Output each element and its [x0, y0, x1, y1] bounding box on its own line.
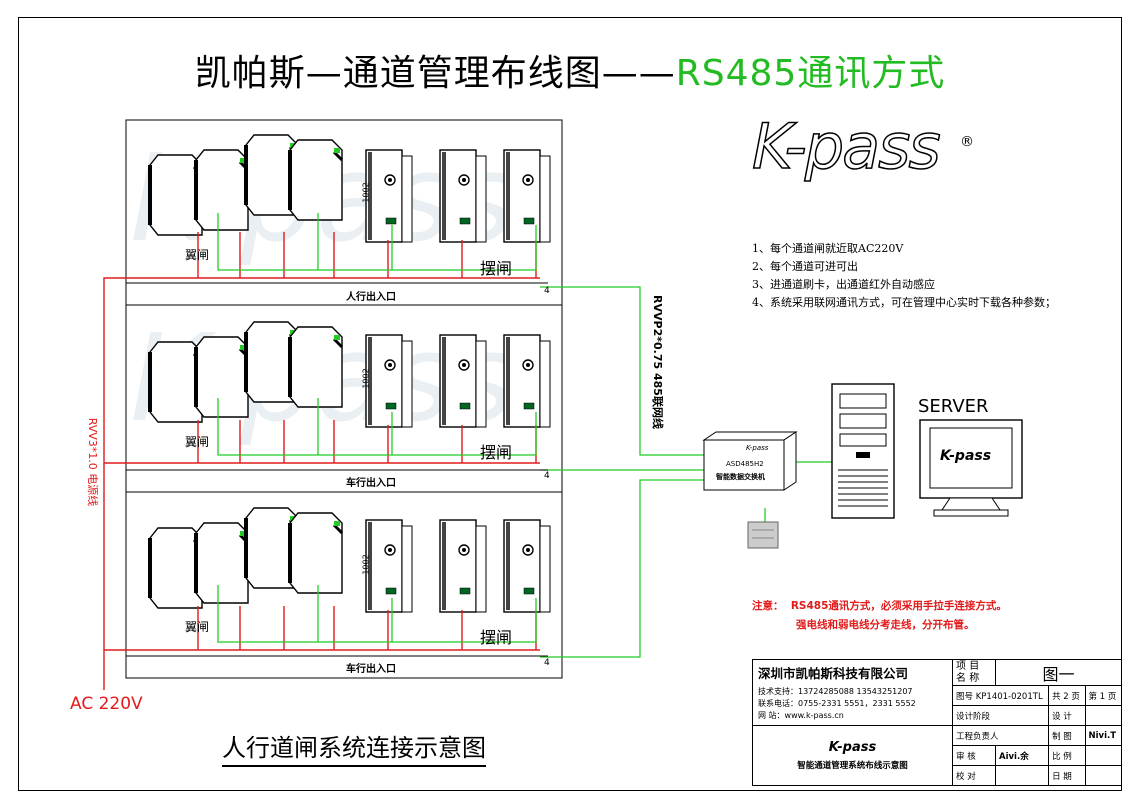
converter-box [702, 431, 798, 491]
company-name: 深圳市凯帕斯科技有限公司 [758, 666, 909, 681]
lane-3-num: 4 [544, 658, 550, 668]
check-label: 校 对 [952, 765, 997, 786]
power-cable-label: RVV3*1.0 电源线 [86, 417, 99, 507]
brand-logo: K-pass [751, 109, 941, 184]
notes-list: 1、每个通道闸就近取AC220V 2、每个通道可进可出 3、进通道刷卡，出通道红… [752, 240, 1056, 312]
lane-box-3 [125, 491, 563, 679]
design-stage: 设计阶段 [952, 705, 1050, 726]
warning-line-1: RS485通讯方式，必须采用手拉手连接方式。 [790, 600, 1007, 612]
lane-3-code: 1002 [361, 554, 371, 575]
note-1: 1、每个通道闸就近取AC220V [752, 242, 904, 255]
lane-1-entrance: 人行出入口 [346, 292, 396, 303]
page-number: 第 1 页 [1084, 685, 1123, 706]
engineer: 工程负责人 [952, 725, 1050, 746]
lane-3-swing-label: 摆闸 [480, 628, 513, 647]
lane-3-entrance: 车行出入口 [346, 664, 396, 675]
warning-note: 注意： RS485通讯方式，必须采用手拉手连接方式。 强电线和弱电线分考走线，分… [752, 597, 1007, 635]
website: 网 站：www.k-pass.cn [758, 711, 844, 720]
reviewer-name: Aivi.余 [995, 745, 1050, 766]
phone: 联系电话：0755-2331 5551，2331 5552 [758, 699, 916, 708]
lane-1-code: 1002 [361, 182, 371, 203]
converter-model: ASD485H2 [726, 460, 764, 468]
comm-cables [217, 213, 832, 658]
title-accent: RS485通讯方式 [675, 53, 946, 94]
project-label: 项 目 名 称 [952, 659, 997, 686]
footer-brand: K-pass [828, 740, 877, 755]
converter-name: 智能数据交换机 [716, 473, 765, 481]
note-2: 2、每个通道可进可出 [752, 260, 858, 273]
comm-cable-label: RVVP2*0.75 485联网线 [651, 295, 664, 429]
lane-2-wing-label: 翼闸 [185, 435, 210, 449]
lane-2-swing-label: 摆闸 [480, 443, 513, 462]
lane-2-entrance: 车行出入口 [346, 478, 396, 489]
monitor-icon [919, 419, 1023, 517]
server-label: SERVER [918, 396, 989, 417]
drawing-frame [18, 17, 1122, 791]
page-title: 凯帕斯—通道管理布线图——RS485通讯方式 [194, 53, 946, 94]
scale-label: 比 例 [1048, 745, 1086, 766]
footer-cell: K-pass 智能通道管理系统布线示意图 [751, 725, 954, 786]
footer-title: 智能通道管理系统布线示意图 [797, 761, 908, 771]
converter-brand: K-pass [746, 444, 769, 452]
note-4: 4、系统采用联网通讯方式，可在管理中心实时下载各种参数； [752, 296, 1056, 309]
registered-mark: ® [960, 134, 974, 150]
lane-3-gates [148, 506, 551, 613]
lane-1-wing-label: 翼闸 [185, 248, 210, 262]
warning-label: 注意： [752, 600, 784, 612]
tech-support: 技术支持：13724285088 13543251207 [758, 687, 913, 696]
review-label: 审 核 [952, 745, 997, 766]
lane-2-num: 4 [544, 471, 550, 481]
title-block: 深圳市凯帕斯科技有限公司 技术支持：13724285088 1354325120… [751, 659, 1123, 786]
total-pages: 共 2 页 [1048, 685, 1086, 706]
monitor-brand: K-pass [940, 448, 992, 464]
drawn-by-label: 制 图 [1048, 725, 1086, 746]
note-3: 3、进通道刷卡，出通道红外自动感应 [752, 278, 935, 291]
drawing-number: 图号 KP1401-0201TL [952, 685, 1050, 706]
date-label: 日 期 [1048, 765, 1086, 786]
drawer-name: Nivi.T [1084, 725, 1123, 746]
power-adapter-icon [747, 521, 779, 549]
project-name: 图一 [995, 659, 1122, 686]
lane-3-wing-label: 翼闸 [185, 620, 210, 634]
lane-1-swing-label: 摆闸 [480, 259, 513, 278]
lane-1-num: 4 [544, 286, 550, 296]
power-cables [103, 232, 540, 690]
design: 设 计 [1048, 705, 1086, 726]
server-tower-icon [831, 383, 895, 519]
lane-2-code: 1002 [361, 368, 371, 389]
company-cell: 深圳市凯帕斯科技有限公司 技术支持：13724285088 1354325120… [751, 659, 954, 726]
ac-label: AC 220V [70, 694, 143, 714]
warning-line-2: 强电线和弱电线分考走线，分开布管。 [796, 619, 975, 631]
diagram-caption: 人行道闸系统连接示意图 [222, 728, 486, 767]
